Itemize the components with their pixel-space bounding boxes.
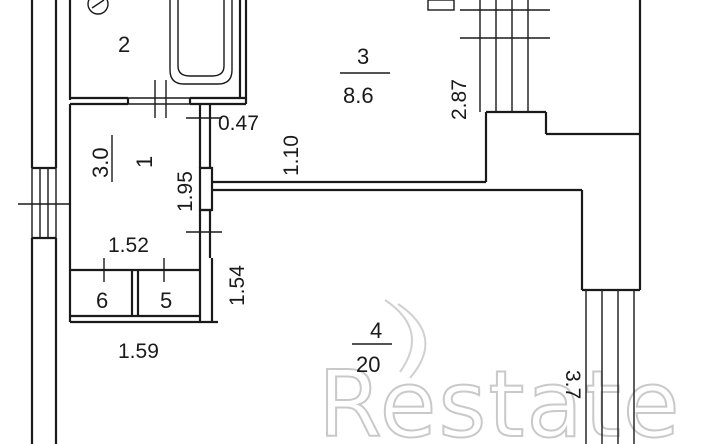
dim-0-47: 0.47 [218, 112, 259, 135]
room-5-number: 5 [160, 288, 172, 313]
room-6-number: 6 [96, 288, 108, 313]
dim-2-87: 2.87 [448, 79, 471, 120]
watermark-arc-2 [397, 303, 427, 379]
dim-1-59: 1.59 [118, 340, 159, 363]
dim-partial: 3.7 [561, 370, 584, 399]
left-window [18, 168, 70, 238]
room-4-window [585, 290, 635, 444]
dim-1-54: 1.54 [226, 265, 249, 306]
dim-1-95: 1.95 [174, 171, 197, 212]
room-4-number: 4 [370, 318, 382, 343]
bathroom-walls [68, 0, 248, 106]
closets [68, 104, 218, 324]
room-3-number: 3 [357, 44, 369, 69]
sink-icon [87, 0, 109, 15]
sink-tap-icon [91, 0, 105, 9]
bathroom-door [128, 80, 190, 118]
room-4-label: 4 20 [352, 318, 392, 377]
dim-1-52: 1.52 [108, 234, 149, 257]
room-1-number: 1 [132, 156, 157, 168]
watermark-arc [384, 299, 413, 373]
room-1-label: 1 3.0 [88, 135, 157, 182]
kitchen-bottom-wall [212, 0, 642, 292]
left-outer-wall [30, 0, 58, 444]
dim-1-10: 1.10 [280, 135, 303, 176]
room-3-label: 3 8.6 [340, 44, 390, 108]
kitchen-window [427, 0, 550, 112]
room-3-area: 8.6 [343, 83, 374, 108]
room-1-area: 3.0 [88, 147, 113, 178]
watermark-text: Restate [318, 351, 681, 444]
room-2-number: 2 [118, 32, 130, 57]
bathtub [169, 0, 233, 85]
room-4-area: 20 [356, 352, 380, 377]
